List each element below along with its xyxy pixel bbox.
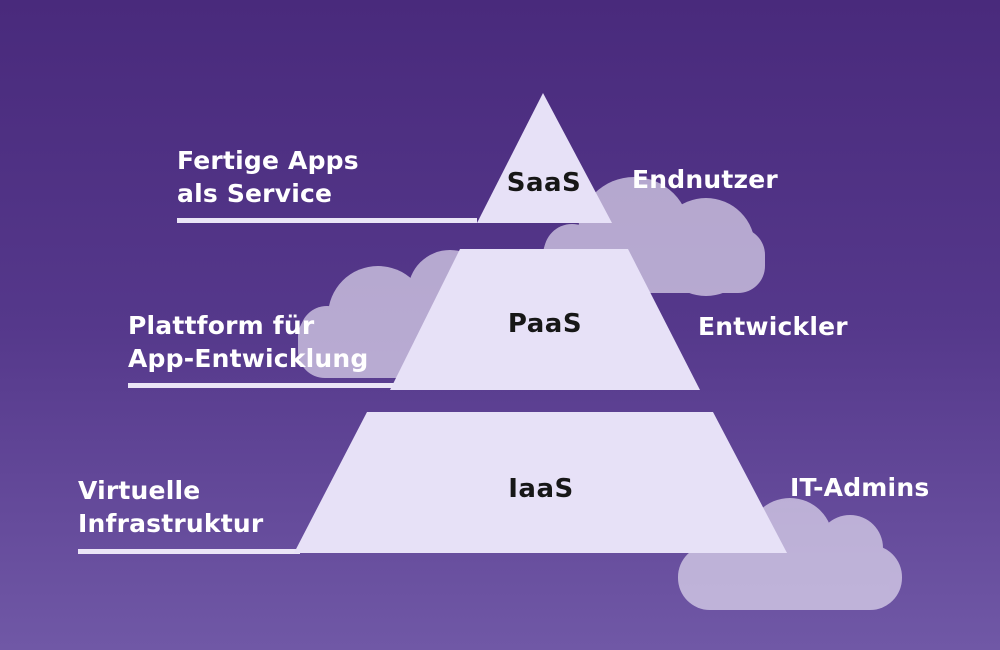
iaas-tier-shape [294,412,787,553]
iaas-left-label-line1: Virtuelle [78,476,201,505]
paas-left-label-line2: App-Entwicklung [128,344,369,373]
iaas-tier-label: IaaS [508,474,574,504]
iaas-left-label-line2: Infrastruktur [78,509,264,538]
saas-left-label-line2: als Service [177,179,333,208]
saas-tier-label: SaaS [506,168,582,198]
saas-right-label: Endnutzer [632,165,778,194]
saas-tier-shape [477,93,612,223]
paas-tier-label: PaaS [507,309,583,339]
iaas-left-label-rule [78,549,300,554]
saas-left-label-line1: Fertige Apps [177,146,359,175]
paas-right-label: Entwickler [698,312,848,341]
iaas-left-label: Virtuelle Infrastruktur [78,474,263,540]
paas-tier-shape [390,249,700,390]
saas-left-label-rule [177,218,477,223]
paas-left-label-line1: Plattform für [128,311,315,340]
iaas-right-label: IT-Admins [790,473,930,502]
saas-left-label: Fertige Apps als Service [177,144,359,210]
paas-left-label: Plattform für App-Entwicklung [128,309,369,375]
paas-left-label-rule [128,383,396,388]
